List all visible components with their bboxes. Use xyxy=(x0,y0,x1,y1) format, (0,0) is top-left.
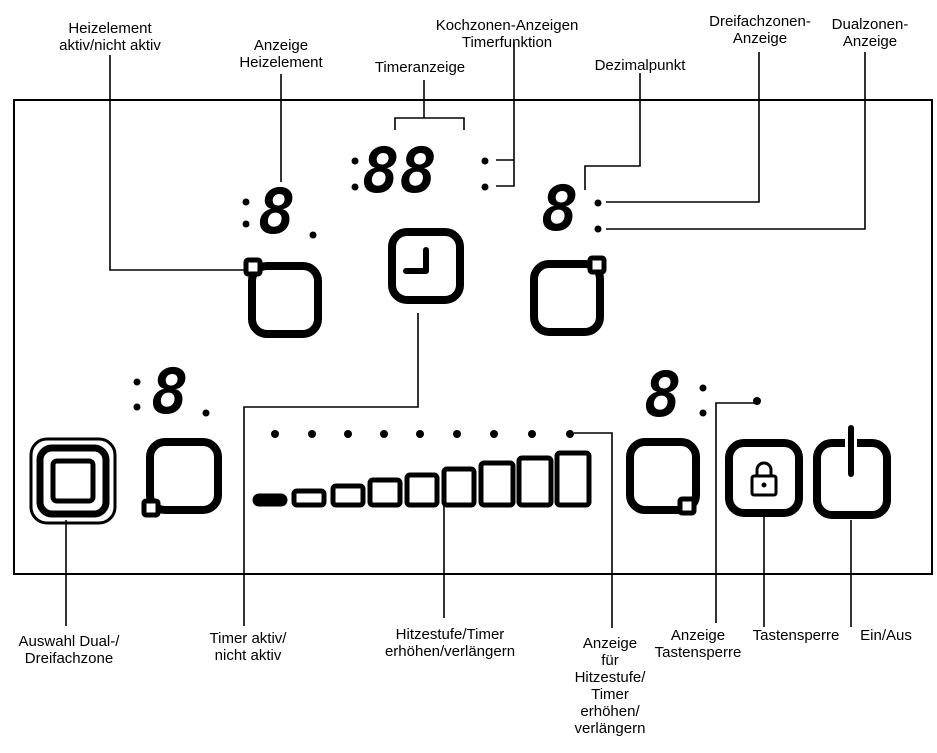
slider-segment[interactable] xyxy=(554,450,592,508)
heat-level-dot xyxy=(271,430,279,438)
leader-timer-aktiv xyxy=(243,313,419,626)
colon-dot xyxy=(242,220,250,228)
leader-dreifachzonen xyxy=(606,52,760,203)
segment-digit: 8 xyxy=(258,175,295,248)
colon-dot xyxy=(351,157,359,165)
display-timer: 88 xyxy=(351,134,489,207)
lock-button-frame xyxy=(725,439,803,517)
display-top-left: 8 xyxy=(242,175,317,248)
colon-dot xyxy=(699,409,707,417)
label-auswahl-dual: Auswahl Dual-/ Dreifachzone xyxy=(18,633,120,667)
leader-anzeige-hitzestufe xyxy=(574,432,613,628)
display-bottom-right: 8 xyxy=(644,358,761,431)
heat-level-dot xyxy=(566,430,574,438)
lock-shackle xyxy=(755,461,773,477)
heat-level-dot xyxy=(528,430,536,438)
display-bottom-left: 8 xyxy=(133,355,210,428)
cooking-zone-icon xyxy=(530,260,604,336)
dual-zone-inner xyxy=(50,458,96,504)
label-anzeige-heizelement: Anzeige Heizelement xyxy=(239,37,323,71)
triple-zone-dot xyxy=(594,199,602,207)
heat-level-dot xyxy=(416,430,424,438)
segment-digit: 8 xyxy=(151,355,188,428)
cooking-zone-bottom-left-button[interactable] xyxy=(141,438,222,518)
colon-dot xyxy=(133,403,141,411)
lock-icon xyxy=(750,461,778,497)
zone-active-indicator xyxy=(243,257,263,277)
cooking-zone-bottom-right-button[interactable] xyxy=(626,438,700,516)
dual-zone-outer-frame xyxy=(29,437,117,525)
display-top-right: 8 xyxy=(541,172,602,245)
slider-segment[interactable] xyxy=(516,455,554,508)
decimal-point xyxy=(202,409,210,417)
timer-button[interactable] xyxy=(388,228,464,304)
cooking-zone-icon xyxy=(248,262,322,338)
slider-segment[interactable] xyxy=(367,477,403,508)
label-anzeige-hitzestufe: Anzeige für Hitzestufe/ Timer erhöhen/ v… xyxy=(574,635,646,737)
cooking-zone-top-right-button[interactable] xyxy=(530,255,607,336)
colon-dot xyxy=(351,183,359,191)
dual-zone-icon xyxy=(36,444,110,518)
zone-active-indicator xyxy=(141,498,161,518)
key-lock-indicator xyxy=(753,397,761,405)
label-dreifachzonen: Dreifachzonen- Anzeige xyxy=(709,13,811,47)
colon-dot xyxy=(481,183,489,191)
segment-digit: 8 xyxy=(644,358,681,431)
slider-segment[interactable] xyxy=(330,483,366,508)
heat-level-dot xyxy=(490,430,498,438)
slider-segment[interactable] xyxy=(291,488,327,508)
colon-dot xyxy=(699,384,707,392)
heat-level-slider[interactable] xyxy=(252,450,592,508)
label-kochzonen-timer: Kochzonen-Anzeigen Timerfunktion xyxy=(435,17,579,51)
heat-level-dot xyxy=(308,430,316,438)
leader-kochzonen-timer xyxy=(496,42,515,187)
cooking-zone-icon xyxy=(146,438,222,514)
leader-lines xyxy=(65,42,866,628)
label-heizelement-aktiv: Heizelement aktiv/nicht aktiv xyxy=(59,20,161,54)
heat-level-indicator-dots xyxy=(271,430,574,438)
dual-zone-dot xyxy=(594,225,602,233)
clock-icon xyxy=(388,228,464,304)
colon-dot xyxy=(481,157,489,165)
key-lock-button[interactable] xyxy=(725,439,803,517)
timer-bracket xyxy=(394,117,465,130)
lock-body xyxy=(750,474,778,497)
cooking-zone-top-left-button[interactable] xyxy=(243,257,322,338)
label-dualzonen: Dualzonen- Anzeige xyxy=(831,16,909,50)
label-dezimalpunkt: Dezimalpunkt xyxy=(594,57,686,74)
power-button[interactable] xyxy=(813,425,891,519)
lock-keyhole xyxy=(761,482,767,488)
timer-digits: 88 xyxy=(362,134,437,207)
colon-dot xyxy=(242,198,250,206)
leader-dezimalpunkt xyxy=(584,73,641,190)
label-anzeige-tastensperre: Anzeige Tastensperre xyxy=(654,627,742,661)
leader-dualzonen xyxy=(606,52,866,230)
leader-heizelement-aktiv xyxy=(109,55,244,271)
heat-level-dot xyxy=(380,430,388,438)
heat-level-dot xyxy=(453,430,461,438)
heat-level-dot xyxy=(344,430,352,438)
decimal-point xyxy=(309,231,317,239)
label-timer-aktiv: Timer aktiv/ nicht aktiv xyxy=(209,630,287,664)
label-timeranzeige: Timeranzeige xyxy=(374,59,466,76)
dual-zone-select-button[interactable] xyxy=(29,437,117,525)
slider-segment[interactable] xyxy=(441,466,477,508)
slider-segment[interactable] xyxy=(252,493,288,507)
colon-dot xyxy=(133,378,141,386)
slider-segment[interactable] xyxy=(478,460,516,508)
zone-active-indicator xyxy=(677,496,697,516)
leader-anzeige-tastensperre xyxy=(715,402,757,623)
label-tastensperre: Tastensperre xyxy=(752,627,840,644)
zone-active-indicator xyxy=(587,255,607,275)
clock-hands xyxy=(403,247,429,274)
panel-outline xyxy=(13,99,933,575)
segment-digit: 8 xyxy=(541,172,578,245)
label-ein-aus: Ein/Aus xyxy=(860,627,912,644)
label-hitzestufe: Hitzestufe/Timer erhöhen/verlängern xyxy=(384,626,516,660)
cooking-zone-icon xyxy=(626,438,700,514)
slider-segment[interactable] xyxy=(404,472,440,508)
